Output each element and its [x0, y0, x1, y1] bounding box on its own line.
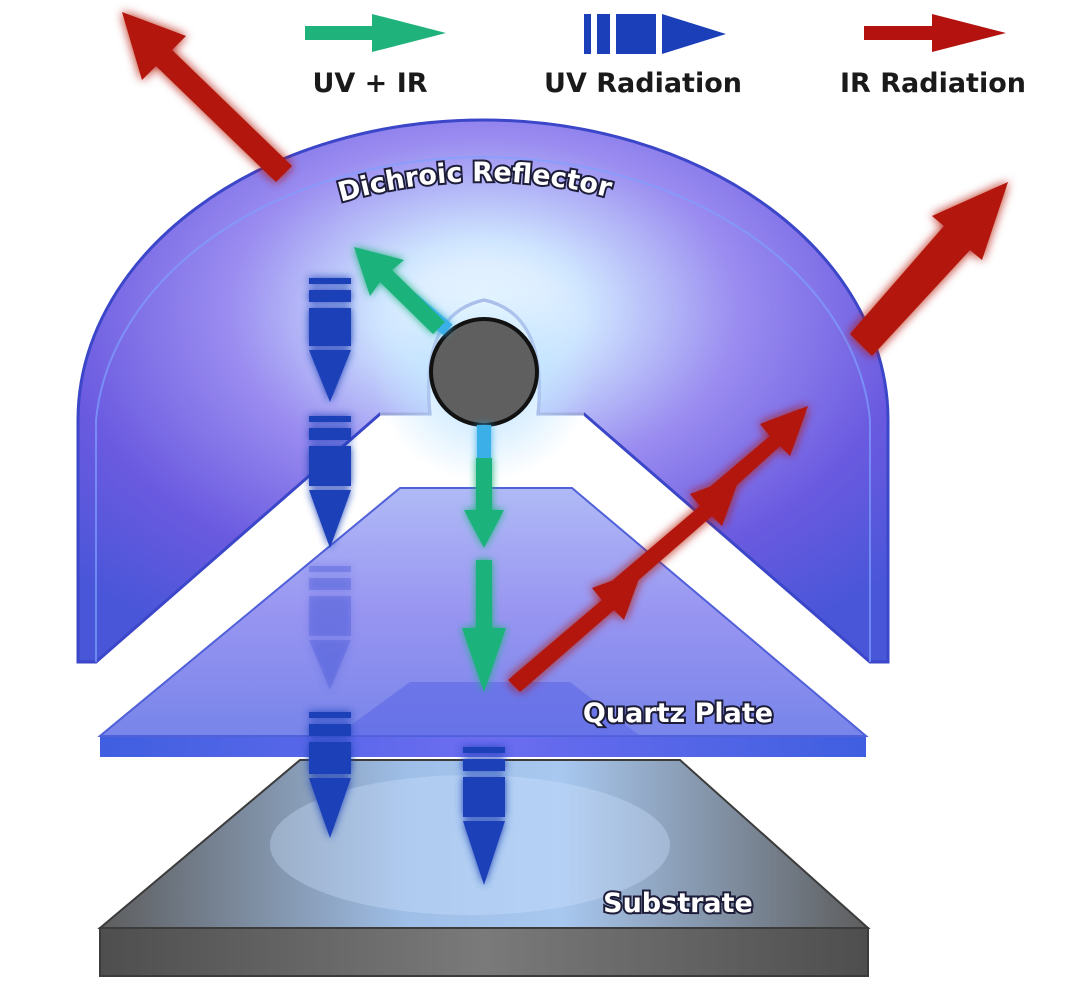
- ir-legend-arrow-icon: [864, 14, 1006, 52]
- uv-arrow-middle-icon: [309, 416, 351, 548]
- ir-arrow-topleft-icon: [122, 12, 292, 182]
- ir-rays: [122, 12, 1008, 692]
- uv-arrow-top-icon: [309, 278, 351, 402]
- legend-uv-ir-label: UV + IR: [312, 68, 427, 99]
- substrate-label: Substrate: [603, 888, 753, 919]
- uv-arrow-substrate-right-icon: [463, 747, 505, 885]
- legend-uv-label: UV Radiation: [544, 68, 742, 99]
- ir-arrow-right-3-icon: [704, 406, 808, 504]
- uv-ir-legend-arrow-icon: [305, 14, 446, 52]
- ir-arrow-topright-icon: [850, 182, 1008, 356]
- legend: UV + IR UV Radiation IR Radiation: [305, 14, 1026, 99]
- uv-ir-arrow-upleft-icon: [354, 247, 445, 334]
- ir-arrow-right-2-icon: [606, 476, 740, 598]
- quartz-plate-label: Quartz Plate: [583, 698, 773, 729]
- lamp: [429, 317, 539, 427]
- uv-arrow-faded-icon: [309, 566, 351, 690]
- legend-ir-label: IR Radiation: [840, 68, 1026, 99]
- uv-rays: [309, 278, 505, 885]
- uv-ir-arrow-down-1-icon: [464, 458, 504, 548]
- uv-legend-arrow-icon: [584, 14, 726, 54]
- uv-arrow-substrate-left-icon: [309, 712, 351, 838]
- uv-ir-arrow-down-2-icon: [462, 560, 506, 692]
- uv-ir-rays: [354, 247, 506, 692]
- ir-arrow-right-1-icon: [508, 570, 642, 692]
